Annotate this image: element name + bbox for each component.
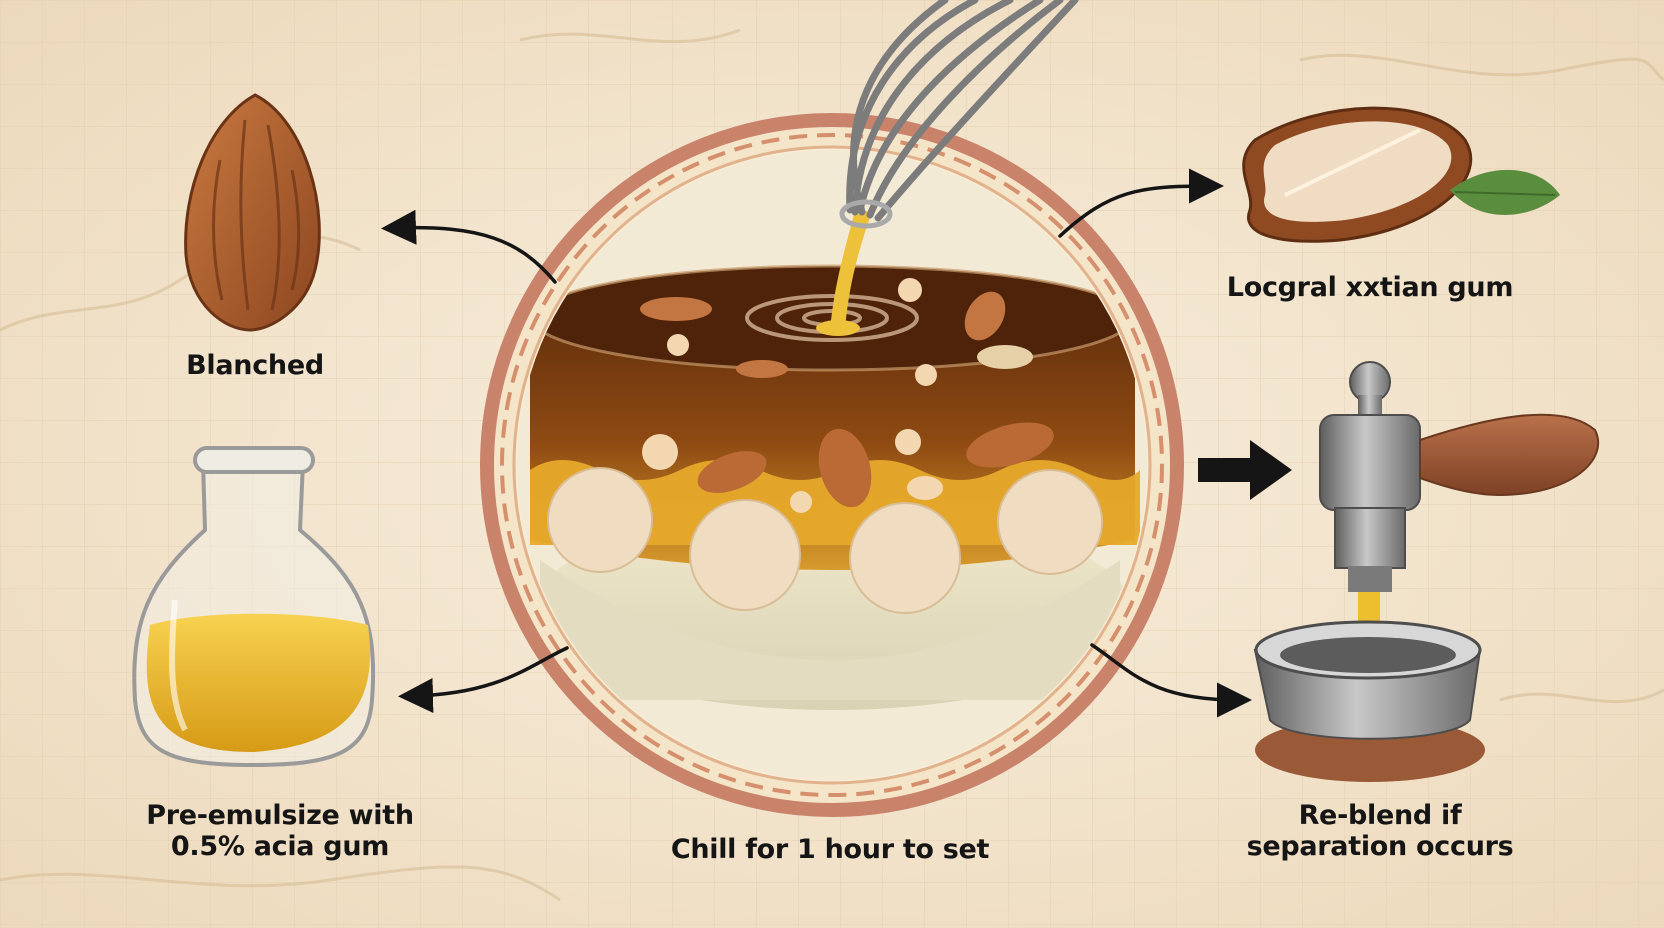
label-reblend-line-1: Re-blend if: [1298, 800, 1462, 831]
label-gum: Locgral xxtian gum: [1226, 272, 1514, 303]
label-pre-emulsize-line-1: Pre-emulsize with: [146, 800, 414, 831]
arrow-to-press-bottom: [1090, 643, 1252, 718]
label-pre-emulsize: Pre-emulsize with 0.5% acia gum: [110, 800, 450, 863]
label-blanched: Blanched: [186, 350, 324, 381]
label-chill: Chill for 1 hour to set: [670, 834, 990, 865]
label-reblend: Re-blend if separation occurs: [1220, 800, 1540, 863]
arrow-to-split-almond: [1058, 168, 1224, 238]
arrow-to-oil-bottle: [398, 646, 569, 714]
oil-bottle-icon: [132, 446, 376, 768]
floating-nuts: [640, 278, 1054, 513]
label-reblend-line-2: separation occurs: [1246, 831, 1514, 863]
arrow-to-almond: [381, 209, 557, 284]
arrow-to-press: [1198, 440, 1292, 500]
honey-drip: [830, 210, 872, 330]
whisk-icon: [839, 0, 1079, 229]
label-pre-emulsize-line-2: 0.5% acia gum: [170, 831, 390, 863]
arrows: [381, 168, 1252, 718]
almond-icon: [184, 93, 321, 332]
cream-balls: [547, 467, 1103, 614]
leaf-icon: [1450, 169, 1560, 215]
bowl-icon: [517, 150, 1147, 780]
press-icon: [1253, 361, 1600, 782]
split-almond-icon: [1242, 106, 1473, 243]
